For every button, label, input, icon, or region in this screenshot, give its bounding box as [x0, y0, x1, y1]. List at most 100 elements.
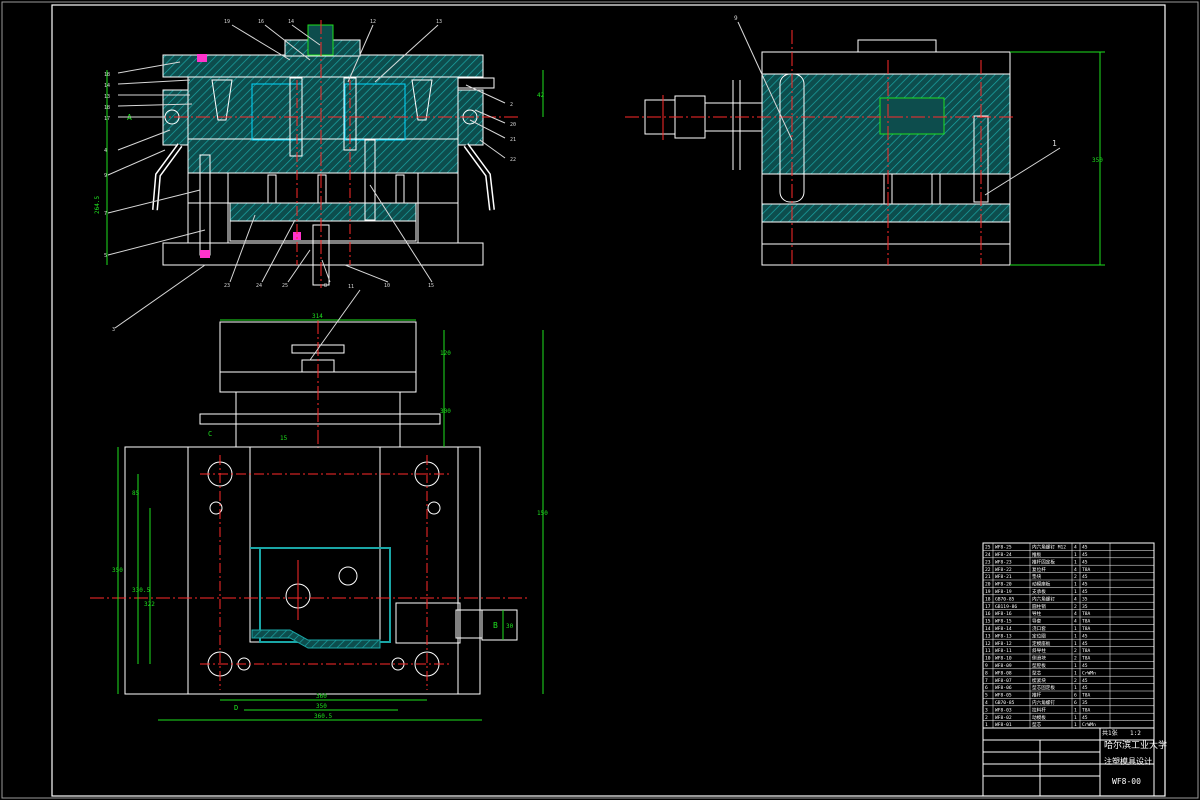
ejector-pin-3 — [395, 174, 405, 204]
plan-view: 314 120 300 150 350 330.5 322 85 360 350… — [90, 284, 548, 721]
parts-cell: 1 — [1074, 559, 1077, 565]
callout-front-25: 15 — [428, 283, 434, 289]
parts-cell: 22 — [985, 567, 991, 573]
parts-cell: 17 — [985, 604, 991, 610]
parts-cell: CrWMn — [1082, 670, 1096, 676]
ejector-pin-2 — [317, 174, 327, 204]
tapered-core-2 — [411, 79, 433, 121]
parts-cell: 2 — [1074, 604, 1077, 610]
parts-cell: T8A — [1082, 619, 1091, 625]
parts-cell: WF8-10 — [995, 656, 1012, 662]
callout-front-7: 16 — [258, 19, 264, 25]
title-drawing-no: WF8-00 — [1112, 777, 1141, 786]
parts-cell: 35 — [1082, 604, 1088, 610]
parts-cell: 2 — [1074, 678, 1077, 684]
parts-cell: 45 — [1082, 552, 1088, 558]
plan-upper-bar — [199, 413, 441, 425]
plan-core-hole-2 — [338, 566, 358, 586]
parts-cell: 6 — [985, 685, 988, 691]
parts-cell: 2 — [1074, 656, 1077, 662]
parts-cell: 23 — [985, 559, 991, 565]
callout-front-17: 20 — [510, 122, 516, 128]
parts-cell: 动模板 — [1032, 714, 1046, 721]
parts-cell: 复位杆 — [1032, 566, 1046, 573]
parts-cell: WF8-03 — [995, 707, 1012, 713]
drawing-frame — [51, 4, 1166, 797]
callout-front-19: 22 — [510, 157, 516, 163]
parts-cell: WF8-24 — [995, 552, 1012, 558]
parts-cell: WF8-12 — [995, 641, 1012, 647]
callout-front-1: 18 — [104, 72, 110, 78]
core-plate — [187, 138, 459, 174]
parts-cell: 7 — [985, 678, 988, 684]
title-scale: 1:2 — [1130, 730, 1141, 737]
parts-cell: 1 — [1074, 715, 1077, 721]
side-callout-1: 1 — [1052, 139, 1057, 148]
dim-left-c: 85 — [132, 490, 140, 497]
parts-cell: 1 — [1074, 685, 1077, 691]
sprue-puller-tip — [293, 232, 301, 240]
parts-cell: WF8-22 — [995, 567, 1012, 573]
parts-cell: 型芯固定板 — [1032, 684, 1055, 691]
parts-cell: WF8-06 — [995, 685, 1012, 691]
angled-pin-left-inner — [153, 144, 182, 211]
parts-cell: 45 — [1082, 715, 1088, 721]
parts-cell: T8A — [1082, 656, 1091, 662]
parts-cell: 1 — [1074, 552, 1077, 558]
parts-cell: WF8-19 — [995, 589, 1012, 595]
parts-cell: 型腔板 — [1032, 662, 1046, 669]
callout-front-15: 3 — [112, 327, 115, 333]
side-dim-height: 350 — [1092, 157, 1103, 164]
tapered-core-1 — [211, 79, 233, 121]
parts-cell: WF8-07 — [995, 678, 1012, 684]
parts-cell: T8A — [1082, 611, 1091, 617]
dim-left-b: 322 — [144, 601, 155, 608]
parts-cell: 1 — [1074, 670, 1077, 676]
parts-cell: 定模座板 — [1032, 640, 1051, 647]
dim-bottom-b: 350 — [316, 703, 327, 710]
parts-cell: 45 — [1082, 663, 1088, 669]
callout-front-5: 17 — [104, 116, 110, 122]
parts-cell: 45 — [1082, 589, 1088, 595]
parts-cell: 楔紧块 — [1032, 677, 1046, 684]
plan-slider-block — [395, 602, 461, 644]
dim-right-small: 30 — [506, 623, 514, 630]
plan-cavity — [249, 446, 381, 643]
front-dim-height: 264.5 — [94, 196, 101, 214]
plan-dimension-texts: 314 120 300 150 350 330.5 322 85 360 350… — [112, 313, 548, 720]
parts-cell: 2 — [1074, 648, 1077, 654]
parts-cell: 21 — [985, 574, 991, 580]
callout-front-16: 2 — [510, 102, 513, 108]
parts-cell: 45 — [1082, 641, 1088, 647]
dim-bottom-a: 360 — [316, 693, 327, 700]
parts-cell: GB119-86 — [995, 604, 1017, 610]
parts-cell: 18 — [985, 596, 991, 602]
side-bottom-clamp — [761, 243, 1011, 266]
parts-cell: 4 — [1074, 611, 1077, 617]
side-leader-1 — [984, 147, 1061, 196]
parts-cell: GB70-85 — [995, 596, 1015, 602]
parts-cell: 45 — [1082, 574, 1088, 580]
side-top-plate — [761, 51, 1011, 75]
parts-cell: 4 — [1074, 596, 1077, 602]
plan-pin-hole-l — [209, 501, 223, 515]
parts-cell: 25 — [985, 545, 991, 551]
parts-cell: 内六角螺钉 — [1032, 699, 1055, 706]
parts-cell: 1 — [985, 722, 988, 728]
callout-front-4: 18 — [104, 105, 110, 111]
parts-cell: WF8-25 — [995, 545, 1012, 551]
side-bolt-top — [857, 39, 937, 53]
side-support — [761, 173, 1011, 205]
dim-right-total: 150 — [537, 510, 548, 517]
callout-front-6: 19 — [224, 19, 230, 25]
bottom-clamp-plate — [162, 242, 484, 266]
parts-cell: WF8-13 — [995, 633, 1012, 639]
parts-cell: 45 — [1082, 633, 1088, 639]
parts-cell: 1 — [1074, 633, 1077, 639]
parts-cell: CrWMn — [1082, 722, 1096, 728]
side-callout-9: 9 — [734, 15, 738, 22]
angled-pin-right-inner — [464, 144, 494, 211]
parts-cell: 10 — [985, 656, 991, 662]
